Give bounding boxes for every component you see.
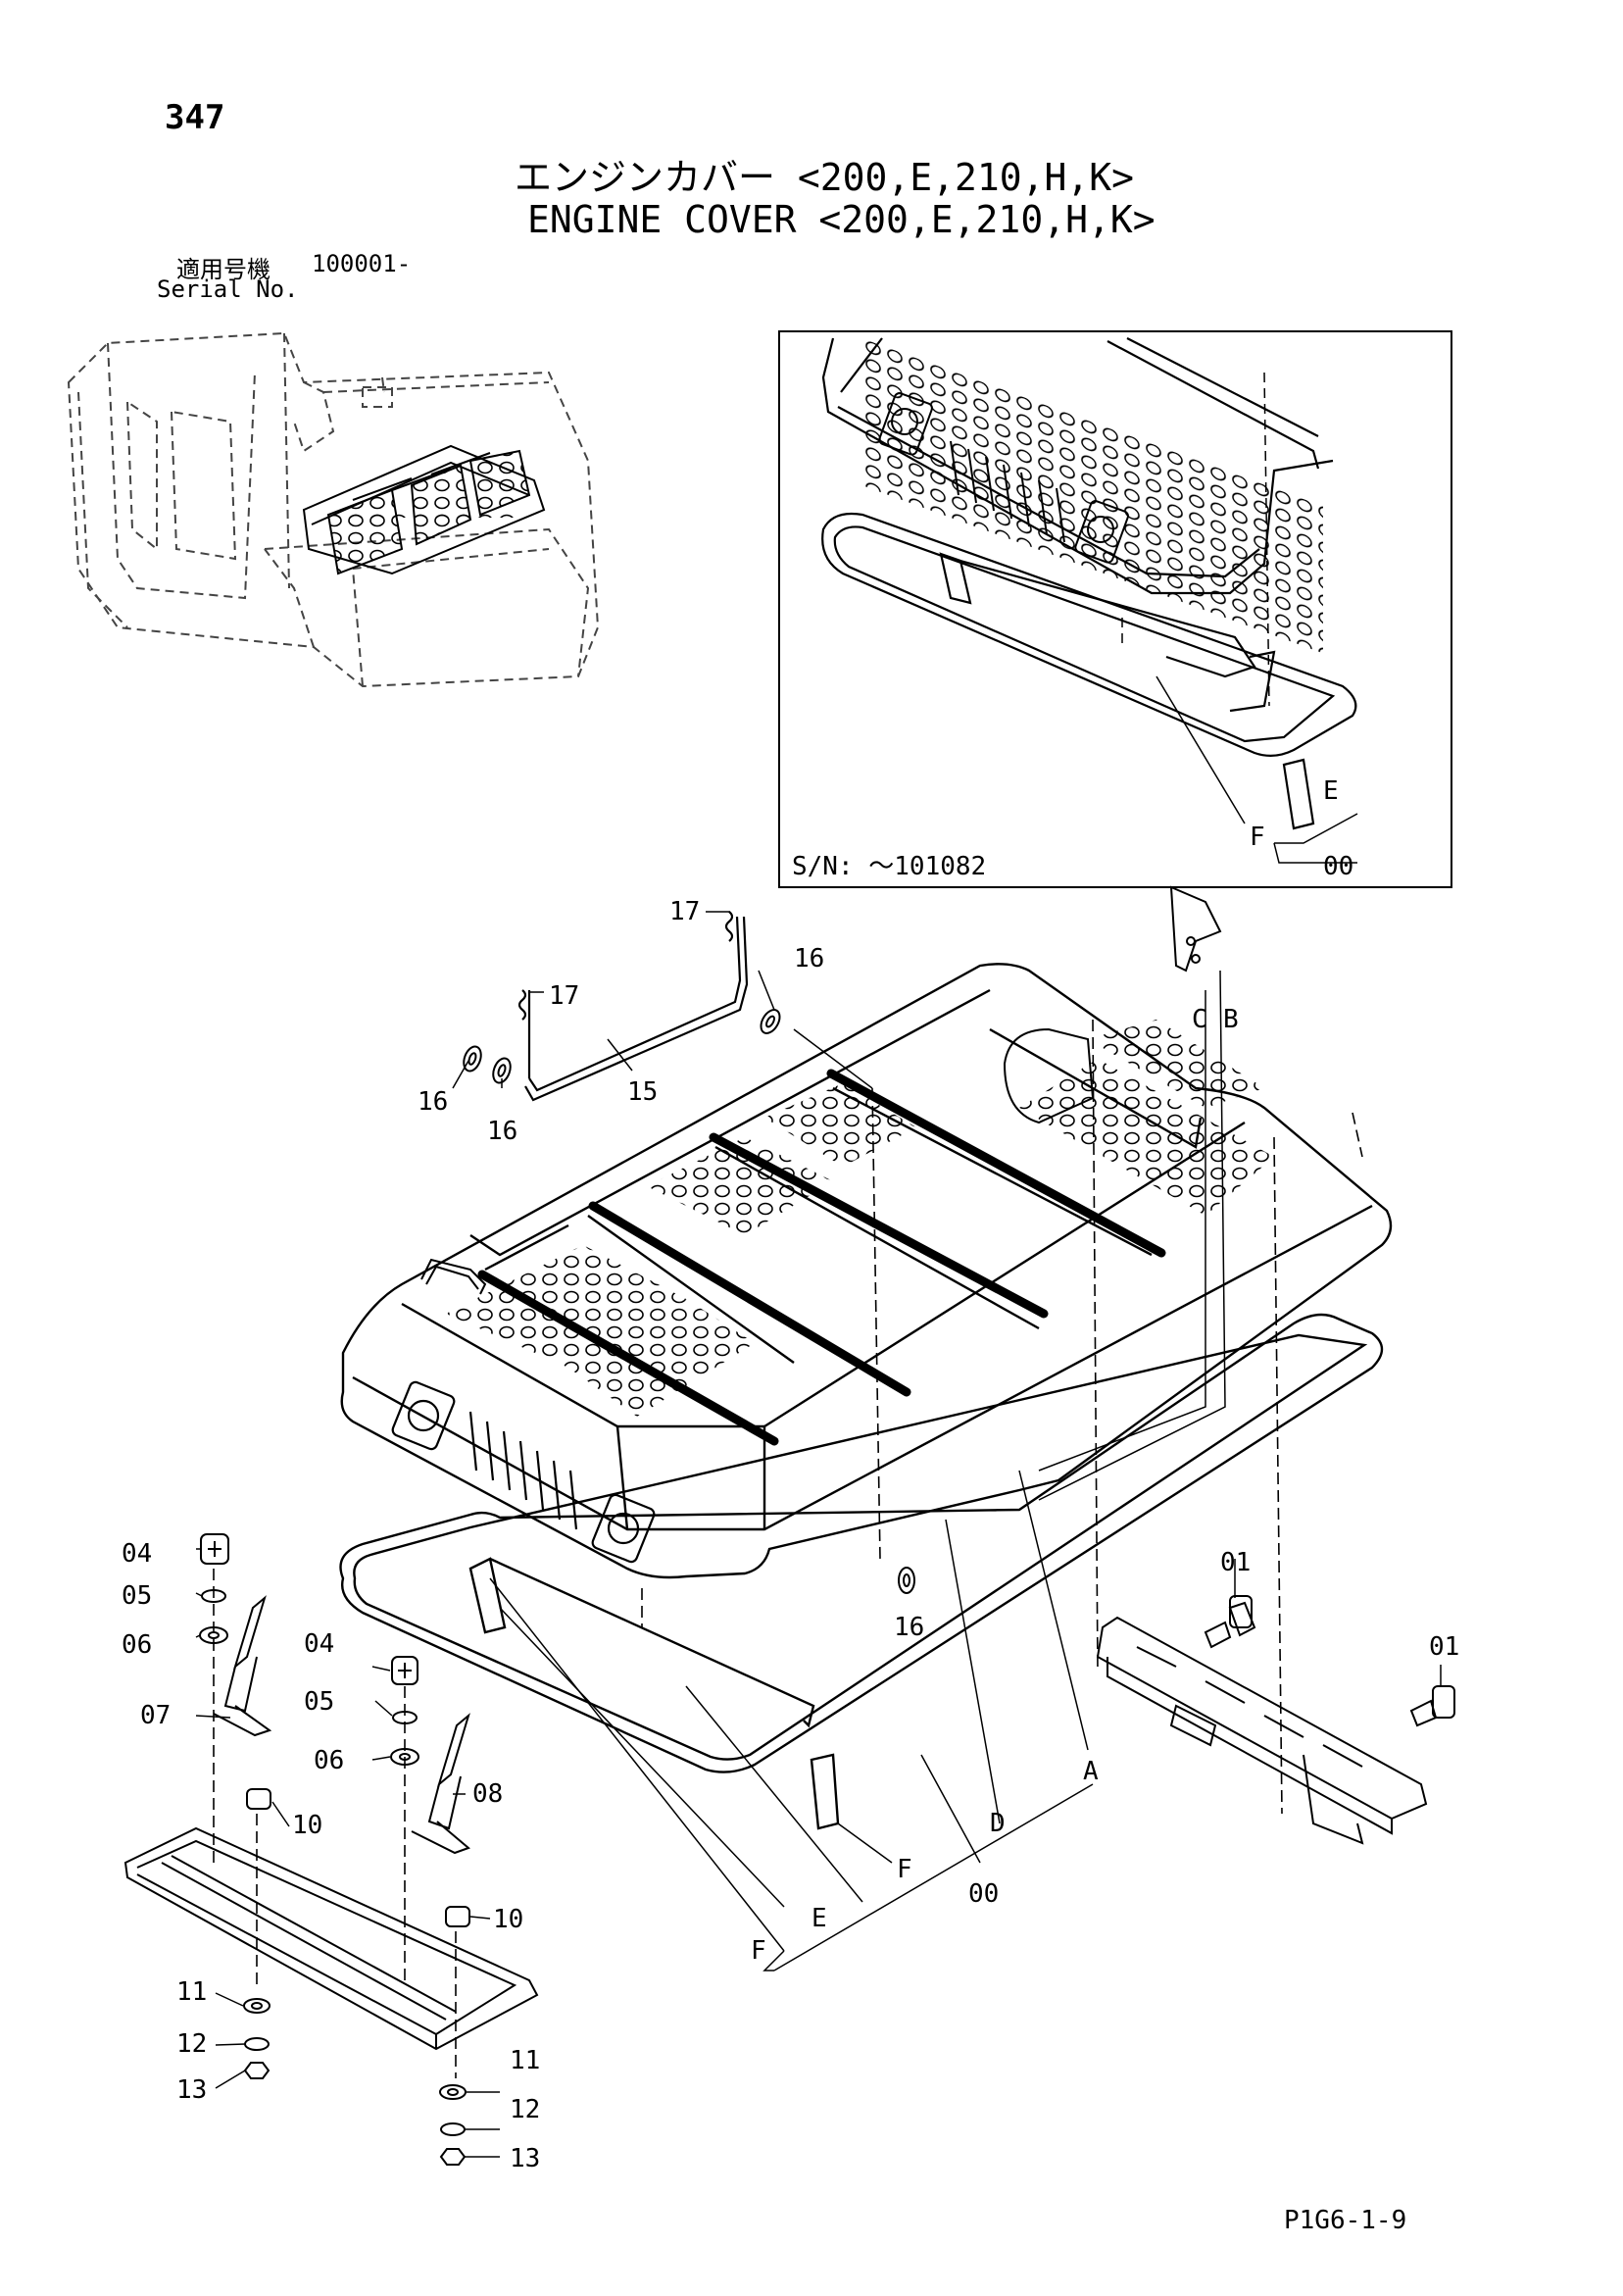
inset-label-f: F (1250, 823, 1265, 852)
inset-earlier-serial: E F 00 S/N: ～101082 (778, 330, 1452, 888)
engine-cover-ventilation-holes (446, 1020, 1274, 1417)
serial-label-japanese: 適用号機 (176, 256, 270, 283)
engine-cover-fans (391, 1380, 656, 1564)
callout-17b: 17 (549, 981, 579, 1011)
callout-16d: 16 (894, 1613, 924, 1642)
callout-10b: 10 (493, 1905, 523, 1934)
lock-rod (517, 911, 749, 1102)
callout-05a: 05 (122, 1581, 152, 1611)
excavator-overview-sketch (67, 331, 600, 688)
callout-16a: 16 (794, 944, 824, 973)
title-english: ENGINE COVER <200,E,210,H,K> (527, 198, 1156, 241)
callout-07: 07 (140, 1701, 171, 1730)
callout-17a: 17 (669, 897, 700, 926)
leader-lines (195, 911, 1442, 2158)
dashed-centerlines (213, 1019, 1363, 2078)
callout-12b: 12 (510, 2095, 540, 2124)
inset-label-e: E (1323, 776, 1339, 806)
callout-10a: 10 (292, 1811, 322, 1840)
callout-16b: 16 (418, 1087, 448, 1117)
callout-04b: 04 (304, 1629, 334, 1659)
inset-label-assembly: 00 (1323, 852, 1353, 881)
callout-f1: F (897, 1855, 912, 1884)
callout-15: 15 (627, 1077, 658, 1107)
seal-frame (339, 1313, 1384, 1830)
callout-f2: F (751, 1936, 766, 1966)
washers-16 (463, 1009, 915, 1594)
callout-e: E (812, 1904, 827, 1933)
latch-07-08 (213, 1595, 470, 1855)
inset-serial-range: S/N: ～101082 (792, 852, 986, 881)
serial-label-english: Serial No. (157, 275, 299, 303)
callout-b: B (1223, 1005, 1239, 1034)
engine-cover-hatch (1003, 1027, 1095, 1124)
side-plate (1096, 1616, 1428, 1845)
page-number: 347 (165, 98, 225, 137)
callout-06b: 06 (314, 1746, 344, 1775)
bolt-01 (1204, 1595, 1455, 1727)
callout-assembly: 00 (968, 1879, 999, 1909)
callout-13a: 13 (176, 2075, 207, 2105)
callout-05b: 05 (304, 1687, 334, 1717)
callout-d: D (990, 1809, 1006, 1838)
callout-13b: 13 (510, 2144, 540, 2173)
callout-a: A (1083, 1757, 1099, 1786)
footer-code: P1G6-1-9 (1284, 2206, 1407, 2235)
callout-01a: 01 (1220, 1548, 1251, 1577)
title-japanese: エンジンカバー <200,E,210,H,K> (515, 156, 1135, 199)
callout-11b: 11 (510, 2046, 540, 2075)
callout-01b: 01 (1429, 1632, 1459, 1662)
bracket-b-c (1169, 885, 1222, 973)
callout-c: C (1192, 1005, 1207, 1034)
callout-04a: 04 (122, 1539, 152, 1569)
engine-cover-highlight (302, 444, 546, 575)
serial-number-range: 100001- (312, 250, 412, 277)
callout-16c: 16 (487, 1117, 517, 1146)
callout-06a: 06 (122, 1630, 152, 1660)
latch-plate (123, 1826, 539, 2051)
callout-11a: 11 (176, 1977, 207, 2007)
callout-12a: 12 (176, 2029, 207, 2059)
callout-08: 08 (472, 1779, 503, 1809)
engine-cover-main (340, 963, 1393, 1579)
handle-grip (420, 1258, 487, 1295)
